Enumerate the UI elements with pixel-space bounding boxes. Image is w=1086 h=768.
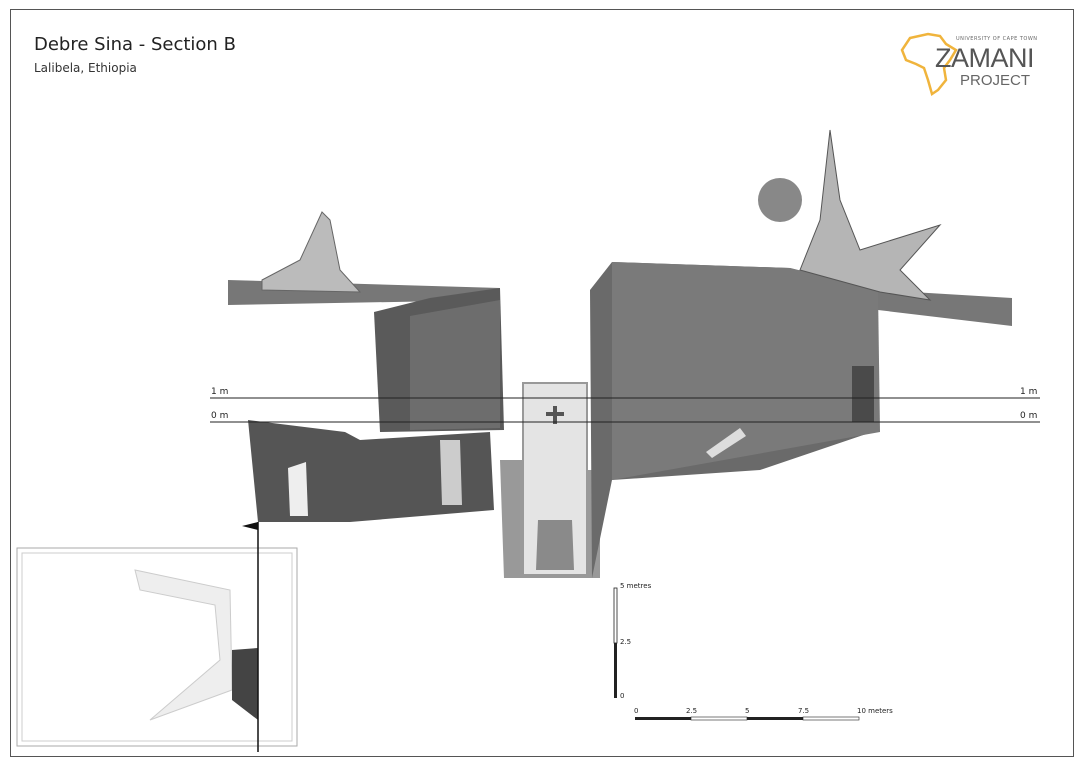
zamani-logo: UNIVERSITY OF CAPE TOWN ZAMANI PROJECT	[898, 30, 1048, 100]
inset-groundplan	[134, 569, 233, 721]
right-ground-slab	[878, 290, 1012, 326]
logo-project: PROJECT	[960, 72, 1031, 89]
inset-highlight	[232, 648, 258, 720]
level-label-1m-left: 1 m	[211, 387, 229, 397]
logo-name: ZAMANI	[935, 43, 1035, 73]
light-patch	[706, 428, 746, 458]
hscale-tick-1: 2.5	[686, 707, 698, 715]
inset-map-inner	[21, 552, 293, 742]
hscale-seg-2	[690, 716, 748, 721]
logo-university: UNIVERSITY OF CAPE TOWN	[956, 36, 1038, 42]
doorway	[852, 366, 874, 422]
lower-left-chambers	[248, 420, 494, 522]
level-label-0m-left: 0 m	[211, 411, 229, 421]
section-arrow-icon	[242, 522, 258, 530]
hscale-tick-2: 5	[745, 707, 750, 715]
niche-steps	[536, 520, 574, 570]
page-title: Debre Sina - Section B	[34, 34, 236, 55]
vertical-scale-lower	[614, 643, 617, 698]
vscale-top-label: 5 metres	[620, 582, 652, 590]
level-label-1m-right: 1 m	[1020, 387, 1038, 397]
hscale-seg-3	[747, 717, 803, 720]
vscale-mid-label: 2.5	[620, 638, 632, 646]
page-subtitle: Lalibela, Ethiopia	[34, 61, 137, 75]
left-vegetation	[261, 211, 362, 293]
hscale-tick-3: 7.5	[798, 707, 810, 715]
hscale-tick-4: 10 meters	[857, 707, 893, 715]
africa-outline-icon	[900, 32, 958, 96]
opening-1	[288, 462, 308, 516]
opening-2	[440, 440, 462, 505]
page-frame	[10, 9, 1074, 757]
hscale-tick-0: 0	[634, 707, 639, 715]
vscale-bottom-label: 0	[620, 692, 625, 700]
tree	[799, 129, 942, 301]
right-block-face	[612, 262, 880, 480]
tree-canopy	[758, 178, 802, 222]
vertical-scale-upper	[613, 587, 618, 644]
cross-icon	[546, 406, 564, 424]
hscale-seg-1	[635, 717, 691, 720]
left-block-face	[410, 300, 500, 430]
level-label-0m-right: 0 m	[1020, 411, 1038, 421]
hscale-seg-4	[802, 716, 860, 721]
